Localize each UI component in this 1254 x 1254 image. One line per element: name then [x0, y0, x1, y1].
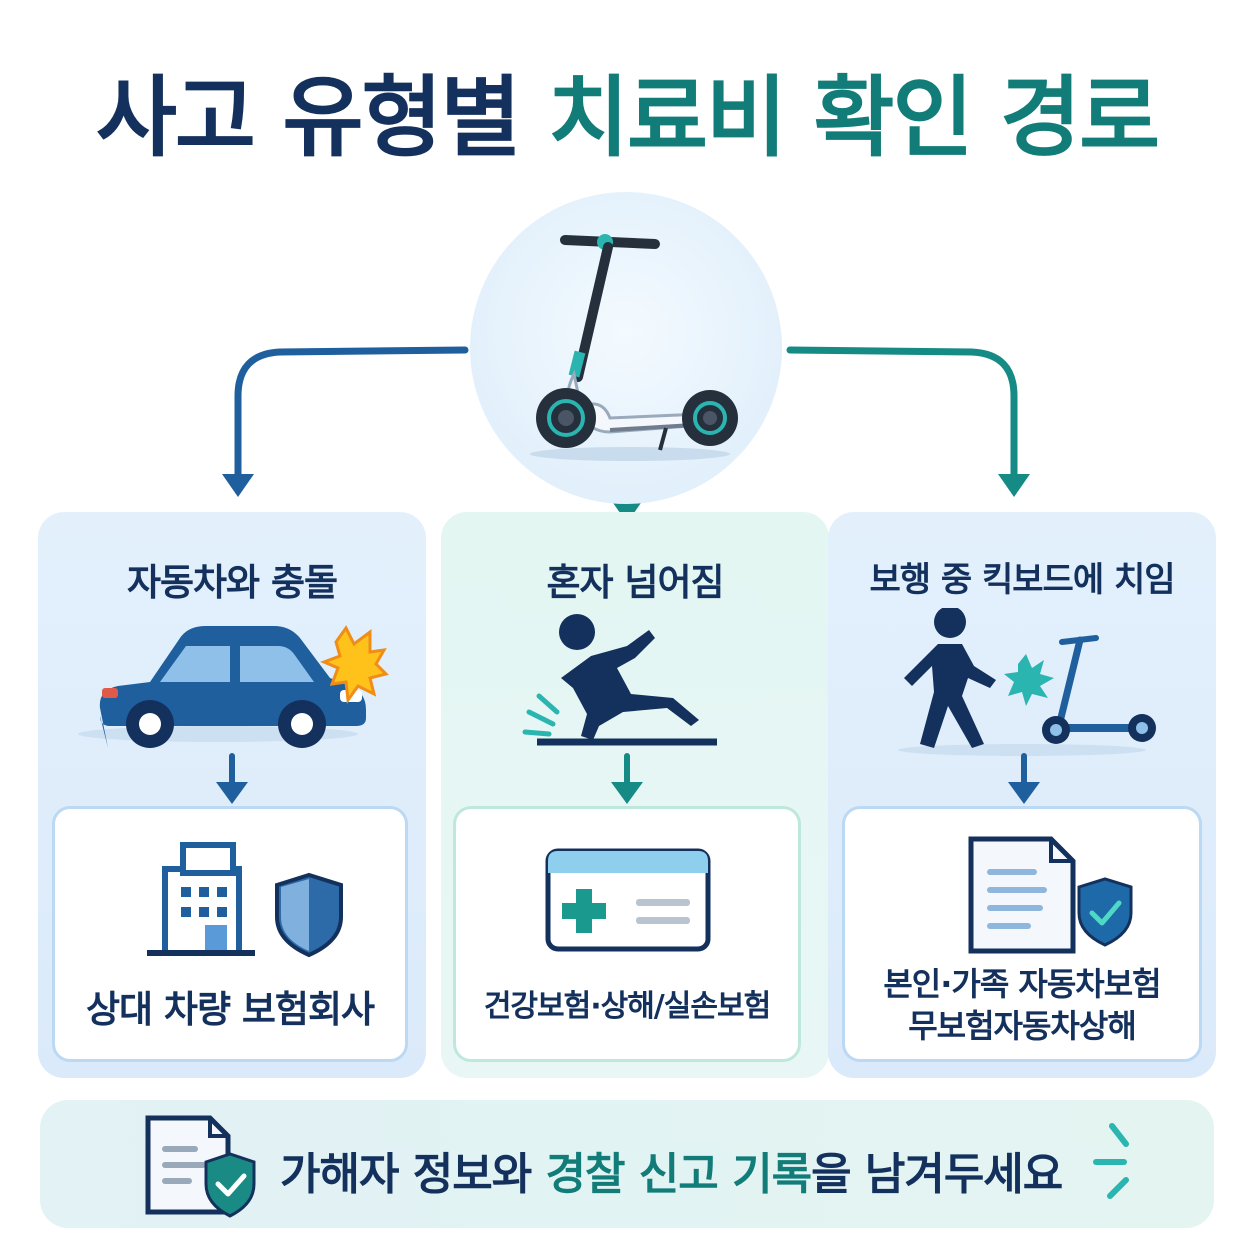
health-insurance-card-icon [545, 848, 711, 952]
column-fall-alone: 혼자 넘어짐 건강보험·상해/실손보험 [441, 512, 829, 1078]
result-text: 건강보험·상해/실손보험 [483, 989, 771, 1024]
arrow-right-head [998, 474, 1030, 497]
arrow-left-connector [234, 346, 469, 482]
result-text-line-2: 무보험자동차상해 [908, 1007, 1137, 1045]
insurance-company-icon [147, 842, 343, 958]
page-title: 사고 유형별 치료비 확인 경로 [0, 69, 1254, 167]
result-text: 상대 차량 보험회사 [85, 988, 375, 1031]
down-arrow-icon [611, 753, 643, 804]
arrow-left-head [222, 474, 254, 497]
sparkle-lines-icon [1093, 1123, 1129, 1199]
document-shield-icon [145, 1115, 256, 1218]
column-title: 보행 중 킥보드에 치임 [869, 560, 1175, 600]
insurance-document-icon [968, 836, 1133, 954]
down-arrow-icon [216, 753, 248, 804]
tip-text-highlight: 경찰 신고 기록 [545, 1149, 813, 1200]
tip-banner: 가해자 정보와 경찰 신고 기록을 남겨두세요 [40, 1100, 1214, 1228]
tip-text-part-1: 가해자 정보와 [280, 1149, 546, 1200]
title-part-1: 사고 유형별 [95, 66, 521, 169]
result-text-line-1: 본인·가족 자동차보험 [883, 965, 1161, 1003]
column-pedestrian-hit: 보행 중 킥보드에 치임 본인·가족 자동차보험 무보험자동차 [828, 512, 1216, 1078]
scooter-circle [470, 192, 782, 504]
column-title: 자동차와 충돌 [126, 561, 338, 604]
arrow-right-connector [786, 346, 1018, 482]
car-crash-icon [78, 625, 389, 748]
title-part-2: 치료비 확인 경로 [548, 66, 1160, 169]
result-card: 본인·가족 자동차보험 무보험자동차상해 [842, 806, 1202, 1062]
result-card: 건강보험·상해/실손보험 [453, 806, 801, 1062]
tip-text: 가해자 정보와 경찰 신고 기록을 남겨두세요 [280, 1138, 1063, 1202]
tip-text-part-3: 을 남겨두세요 [811, 1149, 1063, 1200]
arrow-center-head [611, 500, 643, 523]
pedestrian-scooter-icon [898, 608, 1156, 756]
e-scooter-icon [530, 234, 738, 461]
result-card: 상대 차량 보험회사 [52, 806, 408, 1062]
column-car-collision: 자동차와 충돌 [38, 512, 426, 1078]
person-falling-icon [522, 614, 717, 746]
column-title: 혼자 넘어짐 [546, 561, 724, 604]
down-arrow-icon [1008, 753, 1040, 804]
